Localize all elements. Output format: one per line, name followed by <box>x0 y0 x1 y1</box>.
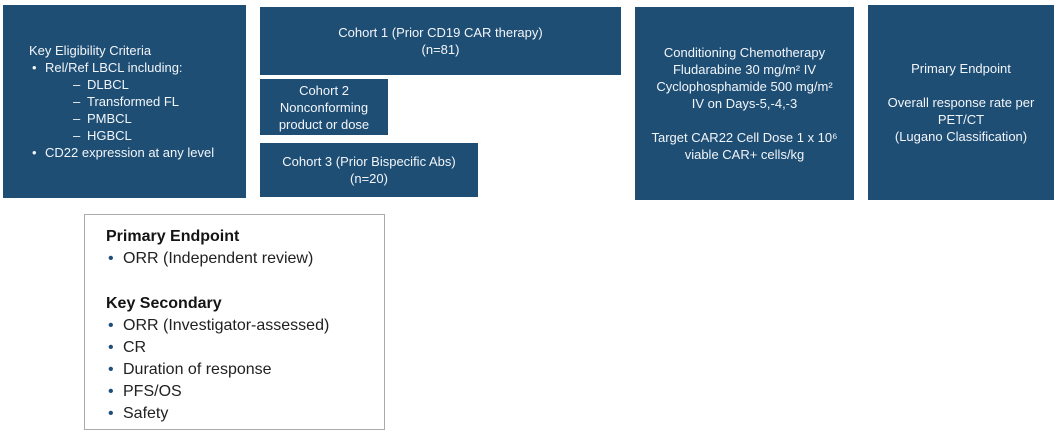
panel-secondary-item: PFS/OS <box>106 381 376 403</box>
panel-secondary-heading: Key Secondary <box>106 295 222 312</box>
primary-endpoint-line: (Lugano Classification) <box>894 129 1028 144</box>
cohort1-box: Cohort 1 (Prior CD19 CAR therapy) (n=81) <box>260 7 621 75</box>
eligibility-item: Rel/Ref LBCL including: <box>3 59 240 76</box>
eligibility-subitem: PMBCL <box>3 110 240 127</box>
conditioning-chemo-box: Conditioning Chemotherapy Fludarabine 30… <box>635 7 854 200</box>
panel-primary-heading: Primary Endpoint <box>106 228 240 245</box>
cohort2-desc-line: product or dose <box>278 116 370 132</box>
conditioning-line: Cyclophosphamide 500 mg/m² <box>656 79 833 94</box>
panel-secondary-item: Safety <box>106 403 376 425</box>
eligibility-subitem: HGBCL <box>3 127 240 144</box>
eligibility-subitem: Transformed FL <box>3 93 240 110</box>
conditioning-line: viable CAR+ cells/kg <box>684 147 805 162</box>
primary-endpoint-line: PET/CT <box>937 112 985 127</box>
cohort2-desc-line: Nonconforming <box>279 99 369 115</box>
panel-secondary-item: Duration of response <box>106 359 376 381</box>
cohort1-title: Cohort 1 (Prior CD19 CAR therapy) <box>338 25 543 40</box>
eligibility-title: Key Eligibility Criteria <box>29 43 152 58</box>
panel-secondary-item: ORR (Investigator-assessed) <box>106 315 376 337</box>
cohort1-n: (n=81) <box>421 42 460 57</box>
cohort3-n: (n=20) <box>350 171 388 186</box>
panel-secondary-item: CR <box>106 337 376 359</box>
cohort3-title: Cohort 3 (Prior Bispecific Abs) <box>282 154 456 169</box>
cohort2-title: Cohort 2 <box>299 82 349 98</box>
primary-endpoint-title: Primary Endpoint <box>911 61 1011 76</box>
primary-endpoint-box: Primary Endpoint Overall response rate p… <box>868 5 1054 200</box>
eligibility-subitem: DLBCL <box>3 76 240 93</box>
eligibility-criteria-box: Key Eligibility Criteria Rel/Ref LBCL in… <box>3 5 246 198</box>
conditioning-line: Conditioning Chemotherapy <box>663 45 826 60</box>
cohort2-box: Cohort 2 Nonconforming product or dose <box>260 79 388 135</box>
conditioning-line: Fludarabine 30 mg/m² IV <box>672 62 817 77</box>
cohort3-box: Cohort 3 (Prior Bispecific Abs) (n=20) <box>260 143 478 197</box>
eligibility-item: CD22 expression at any level <box>3 144 240 161</box>
conditioning-line: Target CAR22 Cell Dose 1 x 10⁶ <box>651 130 838 145</box>
conditioning-line: IV on Days-5,-4,-3 <box>691 96 798 111</box>
primary-endpoint-line: Overall response rate per <box>887 95 1035 110</box>
endpoints-panel: Primary Endpoint ORR (Independent review… <box>84 214 385 430</box>
panel-primary-item: ORR (Independent review) <box>106 248 376 270</box>
